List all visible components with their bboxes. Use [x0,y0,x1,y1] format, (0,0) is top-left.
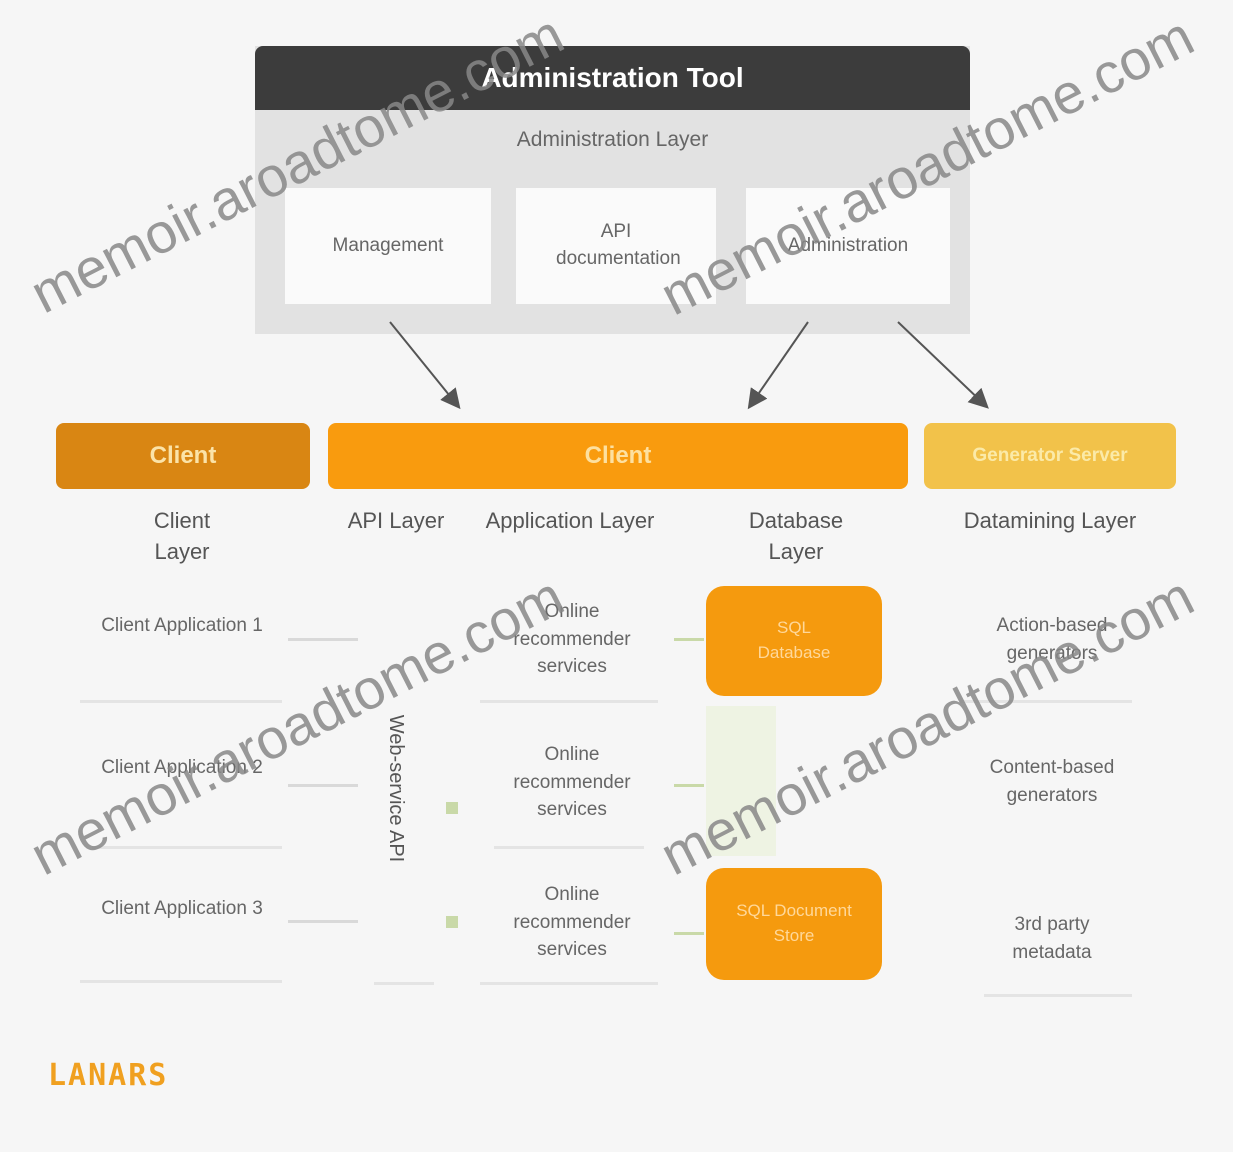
row-divider [960,700,1132,703]
row-divider [80,980,282,983]
row-divider [374,982,434,985]
sql-database-label: SQL Database [757,618,831,662]
row-divider [480,700,658,703]
recommender-service-1: Online recommender services [513,601,631,678]
arrow-administration-to-generator [897,321,989,409]
row-divider [494,846,644,849]
admin-layer-label: Administration Layer [516,128,709,151]
connector-dash [674,784,704,787]
row-divider [92,846,282,849]
api-documentation-label: API documentation [556,221,681,269]
recommender-service-2: Online recommender services [513,744,631,821]
third-party-metadata: 3rd party metadata [1012,914,1092,963]
client-application-1: Client Application 1 [101,615,263,636]
row-divider [80,700,282,703]
arrow-management-to-client [389,321,461,410]
connector-marker [446,802,458,814]
column-application-layer: Application Layer [485,508,655,533]
connector-dash [288,638,358,641]
content-based-generators: Content-based generators [989,757,1115,806]
client-application-2: Client Application 2 [101,757,263,778]
row-divider [984,994,1132,997]
band-client-middle: Client [328,423,908,489]
administration-label: Administration [787,234,909,256]
arrow-administration-to-client [747,321,809,410]
connector-dash [288,920,358,923]
connector-dash [674,638,704,641]
column-api-layer: API Layer [347,508,445,533]
action-based-generators: Action-based generators [996,615,1108,664]
management-box: Management [285,188,491,304]
sql-document-store: SQL Document Store [706,868,882,980]
client-application-3: Client Application 3 [101,898,263,919]
sql-database: SQL Database [706,586,882,696]
sql-document-store-label: SQL Document Store [736,901,852,945]
recommender-service-3: Online recommender services [513,884,631,961]
lanars-logo: LANARS [48,1058,169,1093]
row-divider [480,982,658,985]
admin-tool-title: Administration Tool [255,46,970,110]
web-service-api-label: Web-service API [385,714,408,862]
band-client-left: Client [56,423,310,489]
column-client-layer: Client Layer [153,508,211,564]
column-database-layer: Database Layer [748,508,844,564]
database-spacer [706,706,776,856]
connector-dash [674,932,704,935]
connector-dash [288,784,358,787]
api-documentation-box: API documentation [516,188,716,304]
column-datamining-layer: Datamining Layer [963,508,1137,533]
administration-box: Administration [746,188,950,304]
connector-marker [446,916,458,928]
band-generator-server: Generator Server [924,423,1176,489]
management-label: Management [332,234,444,256]
